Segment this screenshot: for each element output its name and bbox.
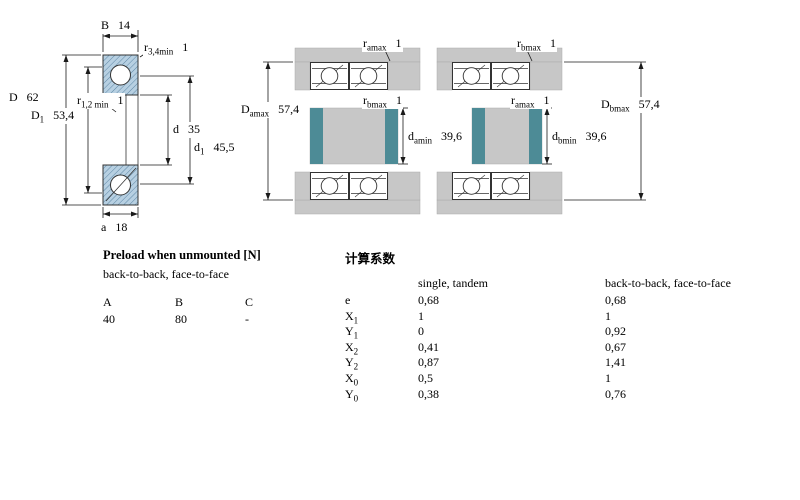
dim-subscript: amax — [249, 108, 270, 119]
factor-value-paired-e: 0,68 — [605, 293, 626, 307]
dim-label-D: D 62 — [8, 90, 40, 107]
dim-label-rbmax-arr1: rbmax 1 — [362, 93, 403, 110]
dim-label-rbmax-arr2: rbmax 1 — [516, 36, 557, 53]
dim-symbol: D — [601, 97, 610, 111]
preload-value-b: 80 — [175, 312, 187, 326]
dim-value: 62 — [26, 90, 39, 104]
factor-value-paired-x1: 1 — [605, 308, 611, 323]
preload-col-header-c: C — [245, 295, 254, 309]
dim-value: 45,5 — [213, 140, 235, 154]
factor-value-single-x1: 1 — [418, 308, 424, 323]
dim-value: 14 — [118, 18, 131, 32]
factor-symbol-x1: X1 — [345, 308, 359, 325]
dim-subscript: amax — [367, 42, 387, 53]
dim-value: 1 — [396, 93, 402, 107]
dim-subscript: bmax — [521, 42, 541, 53]
dim-value: 35 — [188, 122, 200, 136]
factors-col-header-single: single, tandem — [418, 276, 488, 290]
preload-value-c: - — [245, 312, 249, 326]
factor-value-single-y0: 0,38 — [418, 386, 439, 401]
preload-table: Preload when unmounted [N] back-to-back,… — [103, 248, 285, 329]
dim-symbol: D — [31, 108, 40, 122]
factor-value-single-x0: 0,5 — [418, 370, 433, 385]
dim-value: 1 — [182, 40, 189, 54]
factor-symbol-y0: Y0 — [345, 386, 359, 403]
factor-value-single-y2: 0,87 — [418, 355, 439, 370]
dim-value: 39,6 — [585, 129, 607, 143]
preload-subtitle: back-to-back, face-to-face — [103, 267, 229, 281]
dim-label-r34min: r3,4min 1 — [143, 40, 190, 57]
dim-subscript: 1 — [200, 146, 205, 157]
dim-value: 1 — [395, 36, 402, 50]
dim-symbol: r — [517, 36, 521, 50]
dim-symbol: D — [241, 102, 250, 116]
factors-col-header-paired: back-to-back, face-to-face — [605, 276, 731, 290]
factor-value-paired-y0: 0,76 — [605, 386, 626, 401]
dim-label-d1: d1 45,5 — [193, 140, 236, 157]
dim-value: 57,4 — [278, 102, 300, 116]
dim-lines-arrangement-1 — [263, 47, 408, 201]
dim-value: 1 — [550, 36, 556, 50]
dim-label-d: d 35 — [172, 122, 201, 139]
dim-label-dbmin: dbmin 39,6 — [551, 129, 608, 146]
factors-title: 计算系数 — [345, 252, 396, 266]
preload-col-header-b: B — [175, 295, 184, 309]
factor-symbol-x0: X0 — [345, 370, 359, 388]
dim-subscript: bmin — [558, 135, 577, 146]
dim-subscript: 3,4min — [148, 46, 174, 57]
dim-label-damin: damin 39,6 — [407, 129, 463, 146]
dim-symbol: r — [511, 93, 515, 107]
dim-label-Dbmax: Dbmax 57,4 — [600, 97, 661, 114]
dim-symbol: d — [552, 129, 558, 143]
bearing-arrangement-1 — [294, 47, 421, 215]
dim-label-ramax-arr2: ramax 1 — [510, 93, 551, 110]
dim-value: 57,4 — [638, 97, 660, 111]
dim-subscript: bmax — [367, 99, 387, 110]
dim-symbol: r — [77, 93, 81, 107]
dim-value: 1 — [117, 93, 124, 107]
dim-label-Damax: Damax 57,4 — [240, 102, 301, 119]
dim-value: 39,6 — [441, 129, 462, 143]
calculation-factors-table: 计算系数 single, tandem back-to-back, face-t… — [345, 248, 780, 402]
preload-title: Preload when unmounted [N] — [103, 248, 261, 262]
factor-value-paired-y1: 0,92 — [605, 324, 626, 339]
factor-symbol-e: e — [345, 293, 351, 307]
dim-value: 1 — [543, 93, 550, 107]
dim-value: 53,4 — [53, 108, 75, 122]
dim-symbol: a — [101, 220, 107, 234]
dim-subscript: 1 — [39, 114, 45, 125]
factor-symbol-y1: Y1 — [345, 324, 359, 341]
factor-value-paired-x0: 1 — [605, 370, 611, 385]
dim-symbol: r — [144, 40, 148, 54]
dim-symbol: r — [363, 36, 367, 50]
dim-label-a: a 18 — [100, 220, 129, 237]
factor-symbol-y2: Y2 — [345, 355, 359, 372]
factor-value-paired-x2: 0,67 — [605, 339, 626, 354]
dim-subscript: amin — [414, 135, 432, 146]
factor-value-single-x2: 0,41 — [418, 339, 439, 354]
dim-symbol: d — [194, 140, 200, 154]
dim-label-B: B 14 — [100, 18, 132, 35]
dim-symbol: d — [408, 129, 414, 143]
dim-subscript: bmax — [609, 103, 630, 114]
preload-grid: A B C 40 80 - — [103, 295, 285, 329]
factors-grid: single, tandem back-to-back, face-to-fac… — [345, 276, 780, 402]
preload-value-a: 40 — [103, 312, 115, 326]
dim-label-D1: D1 53,4 — [30, 108, 76, 125]
single-bearing-cross-section — [102, 54, 139, 206]
dim-subscript: 1,2 min — [81, 99, 109, 110]
dim-symbol: D — [9, 90, 18, 104]
preload-col-header-a: A — [103, 295, 112, 309]
dim-label-ramax-arr1: ramax 1 — [362, 36, 403, 53]
factor-symbol-x2: X2 — [345, 339, 359, 357]
dim-symbol: B — [101, 18, 110, 32]
dim-symbol: d — [173, 122, 179, 136]
dim-symbol: r — [363, 93, 367, 107]
factor-value-single-e: 0,68 — [418, 293, 439, 307]
dim-subscript: amax — [515, 99, 535, 110]
factor-value-paired-y2: 1,41 — [605, 355, 626, 370]
factor-value-single-y1: 0 — [418, 324, 424, 339]
dim-value: 18 — [115, 220, 128, 234]
dim-label-r12min: r1,2 min 1 — [76, 93, 125, 110]
